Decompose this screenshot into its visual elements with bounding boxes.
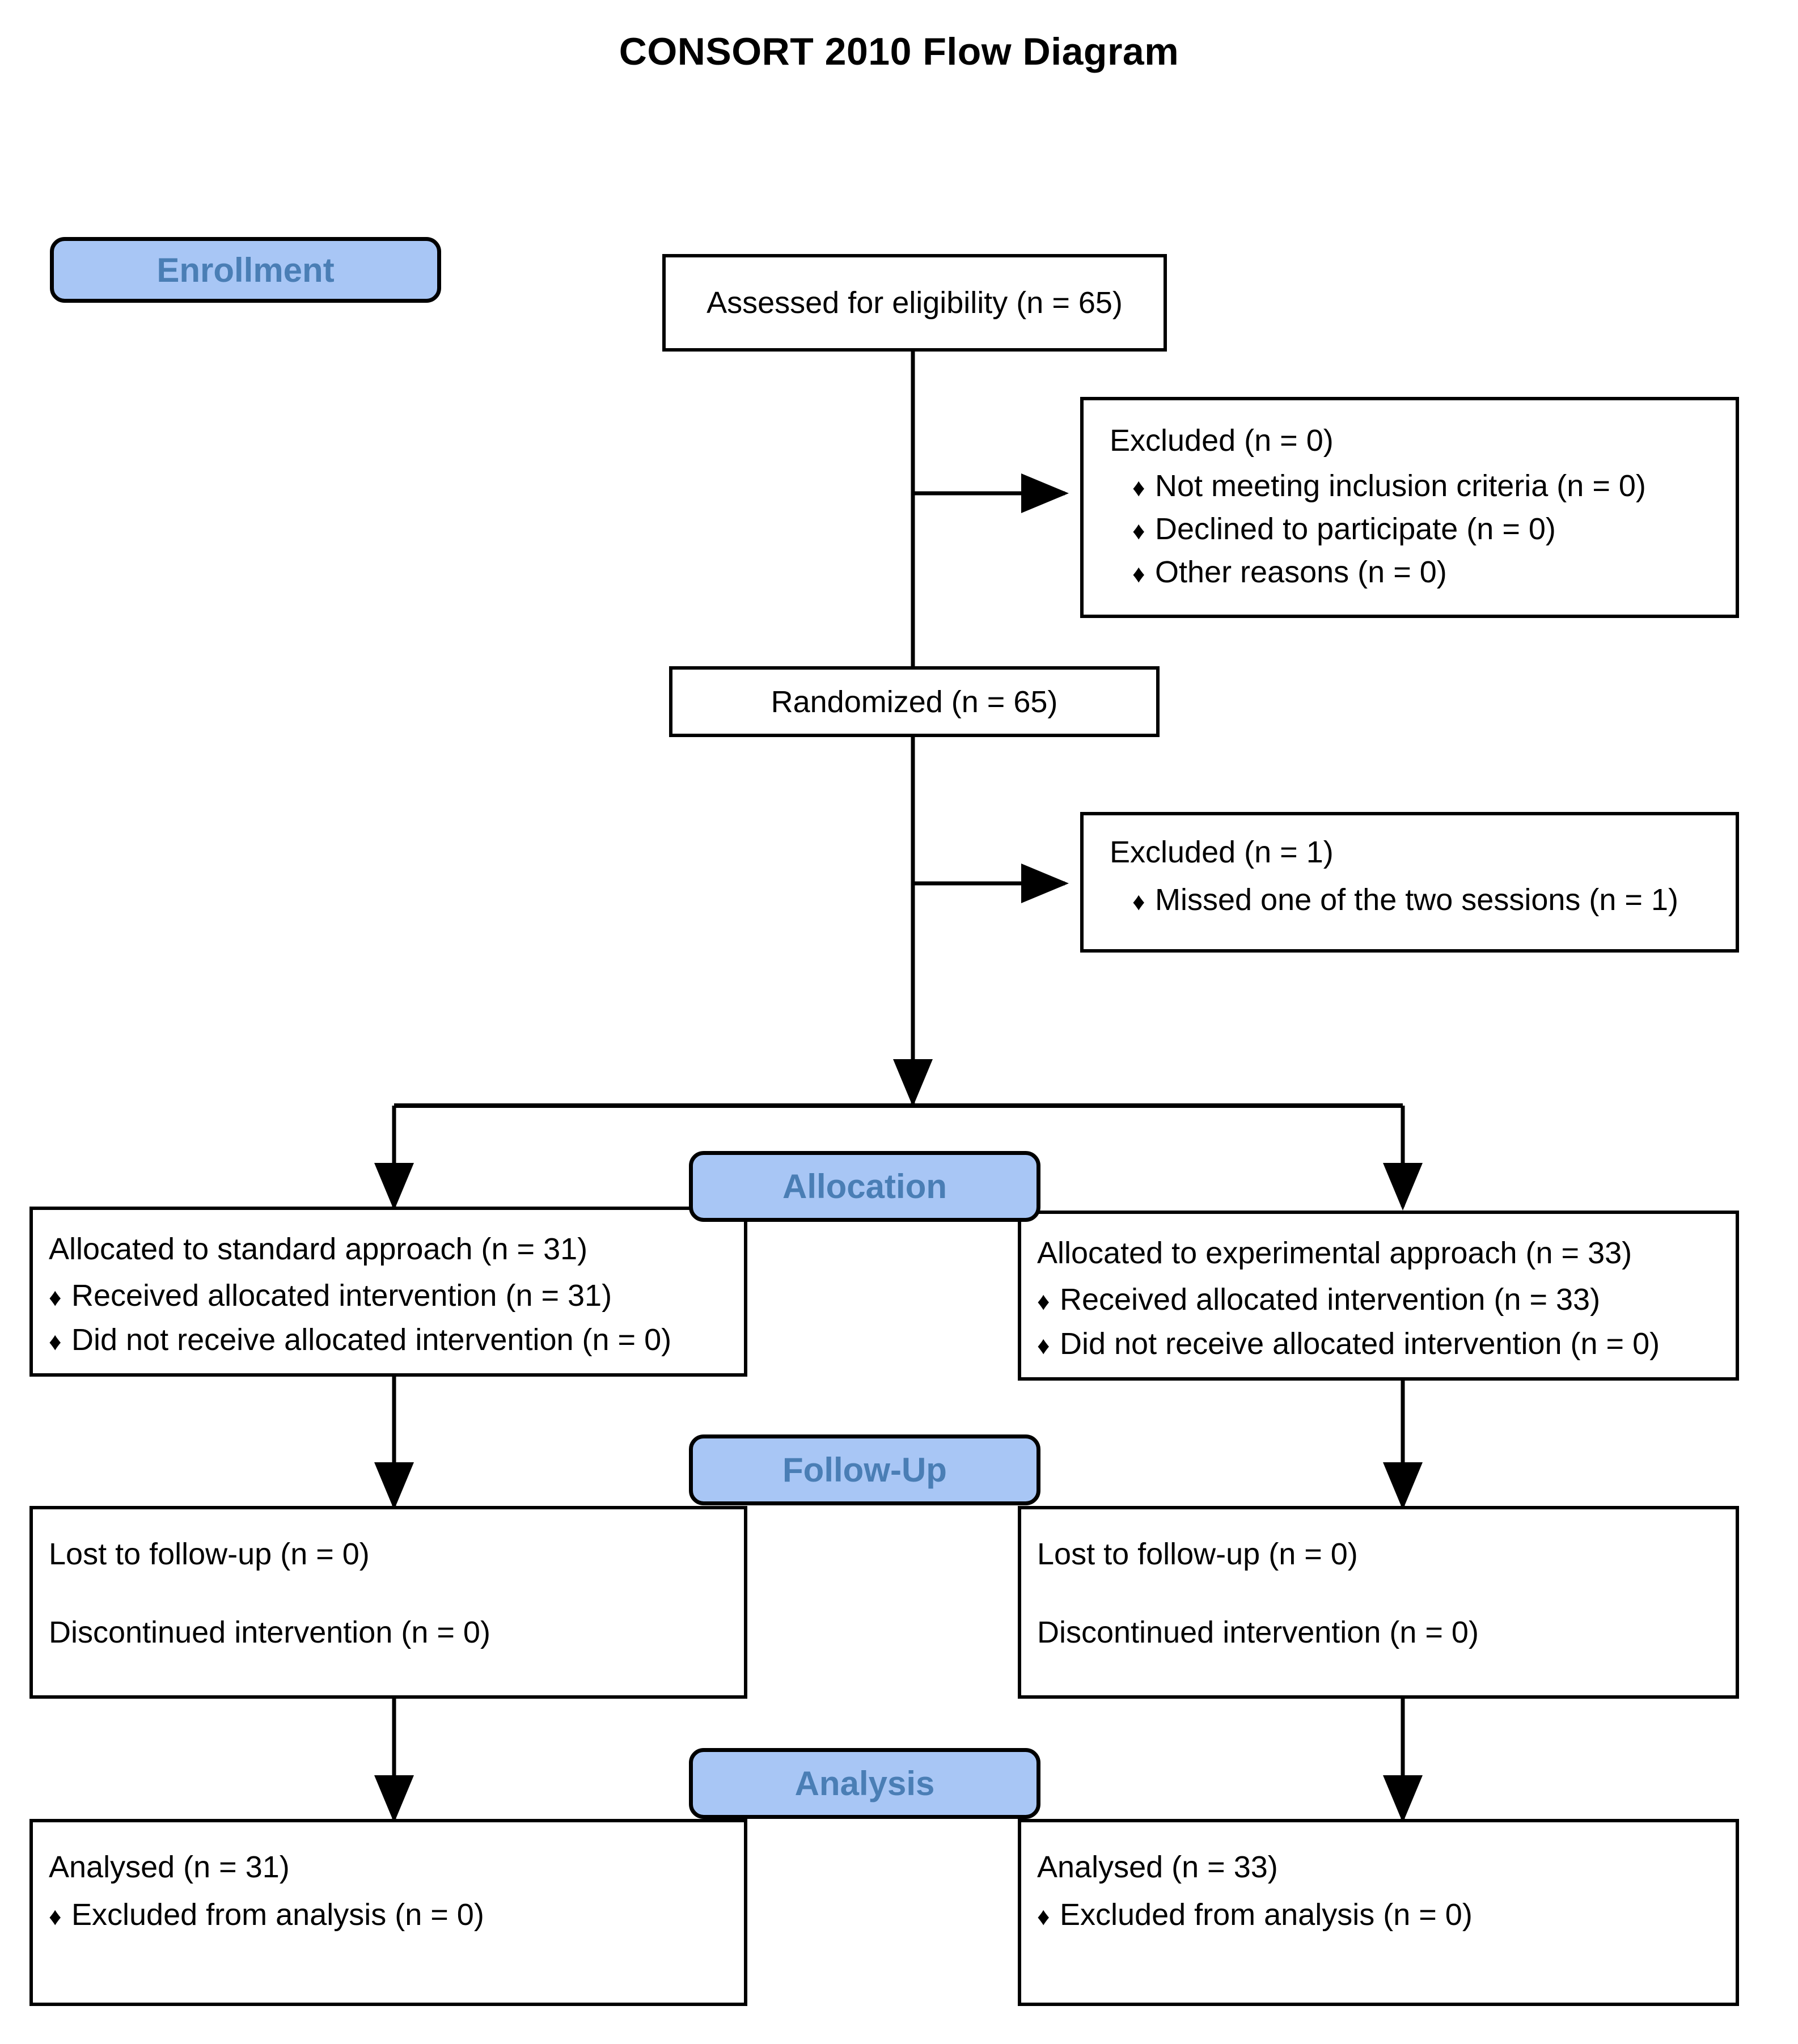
assessed-line: Assessed for eligibility (n = 65) xyxy=(706,286,1123,320)
box-analysis-experimental: Analysed (n = 33) ♦ Excluded from analysi… xyxy=(1018,1819,1739,2006)
followup-left-line-0: Lost to follow-up (n = 0) xyxy=(49,1537,370,1571)
list-item: ♦ Did not receive allocated intervention … xyxy=(1037,1328,1736,1359)
list-item: ♦ Declined to participate (n = 0) xyxy=(1110,514,1736,544)
list-item: ♦ Not meeting inclusion criteria (n = 0) xyxy=(1110,471,1736,501)
diamond-bullet-icon: ♦ xyxy=(1132,474,1145,502)
followup-left-line-1: Discontinued intervention (n = 0) xyxy=(49,1615,490,1649)
box-allocation-experimental: Allocated to experimental approach (n = … xyxy=(1018,1211,1739,1381)
box-assessed-for-eligibility: Assessed for eligibility (n = 65) xyxy=(662,254,1167,352)
list-item: ♦ Missed one of the two sessions (n = 1) xyxy=(1110,885,1736,915)
analysis-left-bullet-0: Excluded from analysis (n = 0) xyxy=(71,1898,484,1932)
stage-label-followup: Follow-Up xyxy=(782,1451,947,1489)
allocation-right-heading: Allocated to experimental approach (n = … xyxy=(1037,1236,1632,1270)
list-item: ♦ Did not receive allocated intervention … xyxy=(49,1324,744,1355)
box-randomized: Randomized (n = 65) xyxy=(669,666,1160,737)
diamond-bullet-icon: ♦ xyxy=(1132,560,1145,588)
box-excluded-randomization: Excluded (n = 1) ♦ Missed one of the two … xyxy=(1080,812,1739,953)
followup-right-line-0: Lost to follow-up (n = 0) xyxy=(1037,1537,1358,1571)
list-item: ♦ Other reasons (n = 0) xyxy=(1110,557,1736,587)
allocation-right-bullet-0: Received allocated intervention (n = 33) xyxy=(1060,1283,1601,1317)
list-item: ♦ Received allocated intervention (n = 33… xyxy=(1037,1284,1736,1315)
diamond-bullet-icon: ♦ xyxy=(1037,1332,1050,1360)
diamond-bullet-icon: ♦ xyxy=(1132,517,1145,545)
stage-badge-enrollment: Enrollment xyxy=(50,237,441,303)
stage-label-analysis: Analysis xyxy=(794,1764,935,1802)
box-allocation-standard: Allocated to standard approach (n = 31) … xyxy=(29,1207,747,1377)
box-analysis-standard: Analysed (n = 31) ♦ Excluded from analysi… xyxy=(29,1819,747,2006)
followup-right-line-1: Discontinued intervention (n = 0) xyxy=(1037,1615,1479,1649)
list-item: ♦ Received allocated intervention (n = 31… xyxy=(49,1280,744,1311)
stage-badge-allocation: Allocation xyxy=(689,1151,1040,1222)
page-title: CONSORT 2010 Flow Diagram xyxy=(619,30,1179,73)
stage-badge-analysis: Analysis xyxy=(689,1748,1040,1819)
excluded-enrollment-heading: Excluded (n = 0) xyxy=(1110,424,1334,458)
box-followup-experimental: Lost to follow-up (n = 0) Discontinued i… xyxy=(1018,1506,1739,1699)
analysis-right-bullet-0: Excluded from analysis (n = 0) xyxy=(1060,1898,1473,1932)
box-followup-standard: Lost to follow-up (n = 0) Discontinued i… xyxy=(29,1506,747,1699)
diamond-bullet-icon: ♦ xyxy=(49,1328,62,1356)
diamond-bullet-icon: ♦ xyxy=(1132,888,1145,916)
allocation-right-bullet-1: Did not receive allocated intervention (… xyxy=(1060,1327,1660,1361)
stage-label-allocation: Allocation xyxy=(782,1167,947,1205)
diamond-bullet-icon: ♦ xyxy=(1037,1288,1050,1315)
allocation-left-bullet-1: Did not receive allocated intervention (… xyxy=(71,1323,672,1357)
stage-label-enrollment: Enrollment xyxy=(156,251,335,289)
diamond-bullet-icon: ♦ xyxy=(1037,1903,1050,1931)
list-item: ♦ Excluded from analysis (n = 0) xyxy=(49,1899,744,1930)
stage-badge-followup: Follow-Up xyxy=(689,1434,1040,1505)
excluded-randomization-heading: Excluded (n = 1) xyxy=(1110,835,1334,869)
excluded-enrollment-bullet-1: Declined to participate (n = 0) xyxy=(1155,512,1556,546)
excluded-randomization-bullet-0: Missed one of the two sessions (n = 1) xyxy=(1155,883,1678,917)
excluded-enrollment-bullet-2: Other reasons (n = 0) xyxy=(1155,555,1447,589)
allocation-left-bullet-0: Received allocated intervention (n = 31) xyxy=(71,1279,612,1313)
diamond-bullet-icon: ♦ xyxy=(49,1903,62,1931)
box-excluded-enrollment: Excluded (n = 0) ♦ Not meeting inclusion … xyxy=(1080,397,1739,618)
diamond-bullet-icon: ♦ xyxy=(49,1284,62,1311)
randomized-line: Randomized (n = 65) xyxy=(771,684,1058,719)
excluded-enrollment-bullet-0: Not meeting inclusion criteria (n = 0) xyxy=(1155,469,1646,503)
allocation-left-heading: Allocated to standard approach (n = 31) xyxy=(49,1232,588,1266)
list-item: ♦ Excluded from analysis (n = 0) xyxy=(1037,1899,1736,1930)
analysis-right-heading: Analysed (n = 33) xyxy=(1037,1850,1278,1884)
analysis-left-heading: Analysed (n = 31) xyxy=(49,1850,290,1884)
